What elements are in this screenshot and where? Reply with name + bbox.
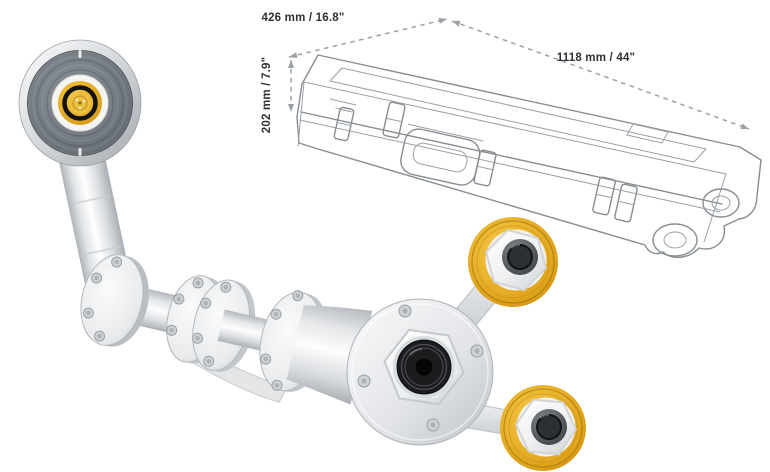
case-latches xyxy=(333,101,638,223)
flange-elbow xyxy=(80,254,149,347)
arm-horizontal-assembly xyxy=(80,254,373,405)
sensor-head-disk xyxy=(18,39,142,167)
hub-screws xyxy=(357,304,484,432)
gold-connector-upper xyxy=(468,217,558,307)
case-lid-recess xyxy=(329,67,707,163)
dimension-annotations: 426 mm / 16.8" 202 mm / 7.9" 1118 mm / 4… xyxy=(261,12,750,133)
central-hub xyxy=(346,298,494,446)
flange-bolts xyxy=(82,256,123,342)
dimension-arrowheads xyxy=(288,18,749,130)
articulated-arm-render xyxy=(18,39,586,471)
flange-bolts xyxy=(192,281,232,367)
gold-connector-lower xyxy=(500,385,586,471)
flange-bolts xyxy=(166,277,204,336)
dimension-width-label: 426 mm / 16.8" xyxy=(261,12,344,24)
dimension-line-length xyxy=(451,20,750,130)
case-wheels xyxy=(652,188,740,257)
rf-connector-gold xyxy=(58,81,102,125)
case-left-corner-edge xyxy=(297,81,305,147)
dimension-line-width xyxy=(288,18,448,58)
flange-bolts xyxy=(260,290,304,391)
case-lid-top-edge xyxy=(303,81,727,175)
case-lid-label-recess xyxy=(626,123,669,144)
case-seam-line xyxy=(300,111,723,205)
flange-pair xyxy=(166,275,256,372)
case-handle xyxy=(400,123,484,186)
dimension-height-label: 202 mm / 7.9" xyxy=(261,57,273,133)
dimension-length-label: 1118 mm / 44" xyxy=(557,52,635,64)
transport-case-line-drawing xyxy=(296,54,762,259)
disk-index-mark-top xyxy=(78,50,82,58)
hub-black-connector xyxy=(393,336,455,398)
disk-index-mark-bottom xyxy=(78,148,82,156)
case-end-ribs xyxy=(329,98,357,113)
case-outline xyxy=(296,54,762,259)
case-seam-line-2 xyxy=(299,119,721,213)
